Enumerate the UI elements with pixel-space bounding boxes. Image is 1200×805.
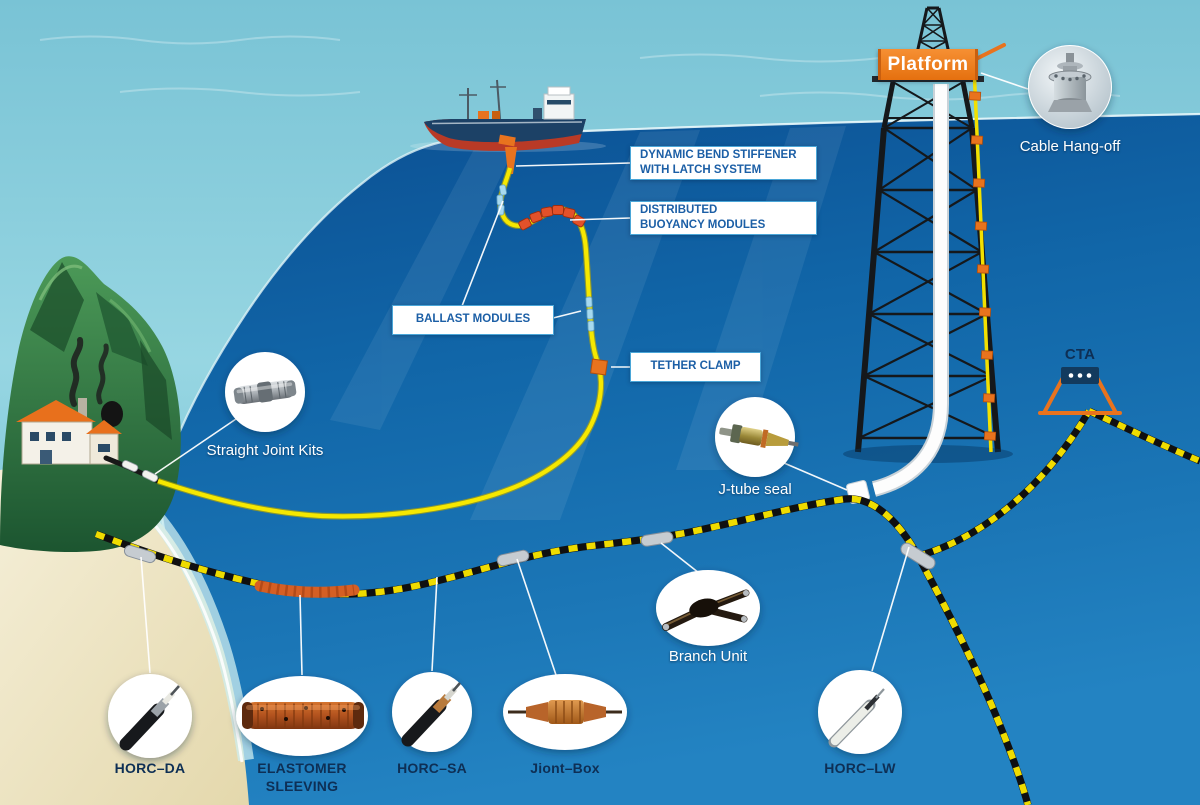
chimney xyxy=(78,398,87,424)
cable-lay-vessel xyxy=(410,79,606,152)
land-joint-2 xyxy=(141,469,159,483)
superstructure xyxy=(543,93,575,120)
callout-text: DYNAMIC BEND STIFFENER xyxy=(640,148,797,161)
bend-stiffener xyxy=(505,147,517,174)
horc-lw-photo xyxy=(828,688,885,748)
horc-da-photo xyxy=(119,685,180,751)
riser-cable xyxy=(968,65,997,453)
smoke-2 xyxy=(96,343,109,405)
callout-text: BALLAST MODULES xyxy=(415,313,531,326)
factory-building xyxy=(21,421,93,465)
callout-lines xyxy=(140,72,1029,676)
line-bend-stiffener xyxy=(515,162,631,167)
label-elastomer-sleeving: ELASTOMER SLEEVING xyxy=(222,760,382,795)
detail-badges xyxy=(108,45,1112,758)
platform-sign: Platform xyxy=(878,49,978,80)
jiont-box-photo xyxy=(508,700,622,724)
cable-joints xyxy=(123,531,936,570)
label-jiont-box: Jiont–Box xyxy=(530,760,600,776)
label-branch-unit: Branch Unit xyxy=(668,648,748,665)
hull xyxy=(424,119,586,143)
label-cta: CTA xyxy=(1064,346,1096,363)
line-horc-sa xyxy=(431,576,438,672)
factory-roof xyxy=(16,400,96,422)
label-line: SLEEVING xyxy=(265,777,339,794)
label-line: ELASTOMER xyxy=(257,760,347,776)
land-cable xyxy=(103,455,161,484)
seafloor-cable xyxy=(94,407,1200,805)
platform-tower xyxy=(881,81,975,129)
riser-clamps xyxy=(968,91,997,441)
line-horc-lw xyxy=(871,546,910,672)
factory xyxy=(16,337,123,465)
line-buoyancy xyxy=(569,217,631,221)
line-branch-unit xyxy=(660,542,700,574)
callout-dynamic-bend-stiffener: DYNAMIC BEND STIFFENER WITH LATCH SYSTEM xyxy=(630,146,817,180)
cta-icon xyxy=(1038,367,1122,415)
label-horc-lw: HORC–LW xyxy=(824,760,896,776)
cable-hang-off-photo xyxy=(1029,46,1111,128)
label-j-tube-seal: J-tube seal xyxy=(718,481,792,498)
label-horc-sa: HORC–SA xyxy=(397,760,467,776)
elastomer-sleeve-on-cable xyxy=(254,580,360,598)
callout-text: DISTRIBUTED xyxy=(640,203,718,216)
line-j-tube-seal xyxy=(783,462,848,491)
deck-cargo xyxy=(478,111,489,119)
line-straight-joint xyxy=(154,418,237,475)
label-cable-hang-off: Cable Hang-off xyxy=(1019,138,1121,155)
callout-tether-clamp: TETHER CLAMP xyxy=(630,352,761,382)
callout-text: TETHER CLAMP xyxy=(650,360,741,373)
branch-unit-photo xyxy=(662,589,750,631)
line-hang-off xyxy=(980,72,1029,90)
horc-sa-photo xyxy=(401,682,461,747)
overboard-chute xyxy=(498,134,516,147)
line-ballast-lower xyxy=(552,310,582,319)
line-jiont-box xyxy=(516,558,557,676)
funnel xyxy=(533,108,542,119)
callout-text: BUOYANCY MODULES xyxy=(640,219,766,231)
land-joint xyxy=(121,460,139,472)
elastomer-sleeving-photo xyxy=(242,702,364,729)
callout-ballast-modules: BALLAST MODULES xyxy=(392,305,554,335)
island xyxy=(0,256,181,553)
label-straight-joint-kits: Straight Joint Kits xyxy=(206,442,324,459)
line-ballast-upper xyxy=(461,200,504,307)
platform-structure xyxy=(843,6,1013,504)
buoyancy-modules xyxy=(518,205,586,231)
bridge xyxy=(547,86,571,96)
bridge-windows xyxy=(547,100,571,105)
waterline-foam xyxy=(559,112,1200,134)
j-tube-seal-photo xyxy=(719,424,799,448)
straight-joint-kit-photo xyxy=(233,379,297,405)
line-elastomer xyxy=(299,594,303,676)
tether-clamp-marker xyxy=(590,358,608,376)
callout-distributed-buoyancy-modules: DISTRIBUTED BUOYANCY MODULES xyxy=(630,201,817,235)
storage-tank xyxy=(101,401,123,427)
annex-roof xyxy=(86,420,122,434)
line-horc-da xyxy=(140,556,151,674)
dynamic-cable xyxy=(156,147,608,520)
smoke xyxy=(69,337,84,407)
callout-text: WITH LATCH SYSTEM xyxy=(640,164,762,176)
label-horc-da: HORC–DA xyxy=(114,760,186,776)
crane-boom xyxy=(972,43,1006,62)
